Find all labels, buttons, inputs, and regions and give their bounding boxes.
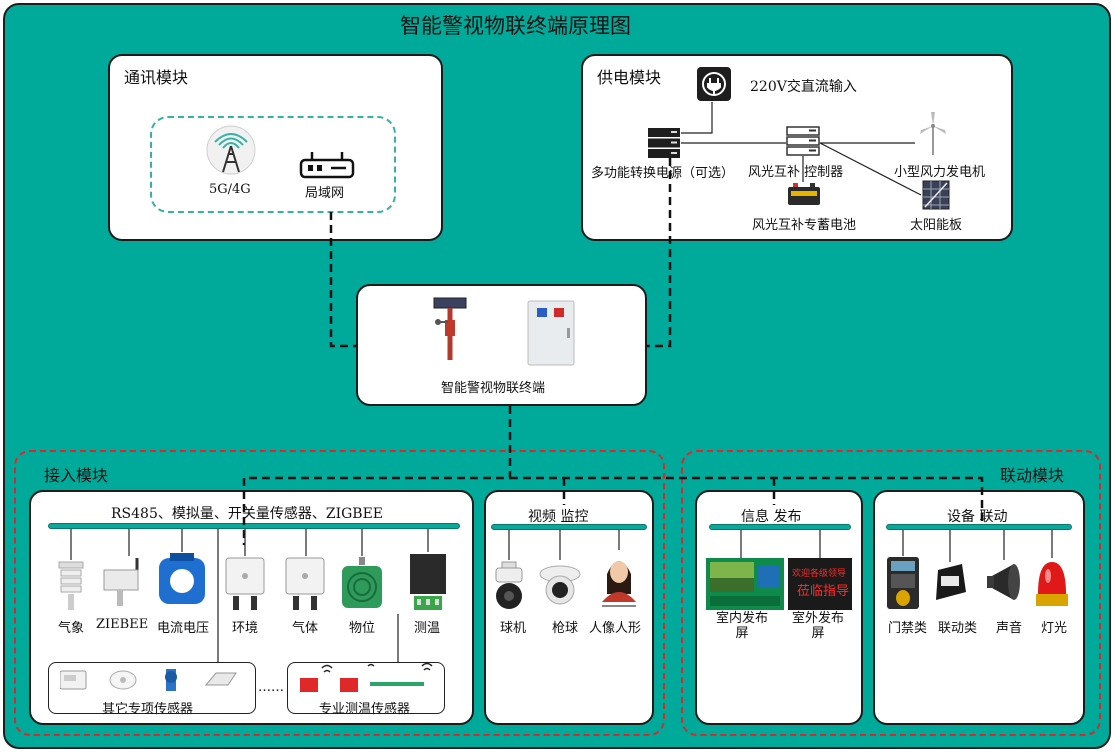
terminal-pole-icon [433, 297, 467, 360]
device-label: 声音 [996, 621, 1023, 636]
bullet-dome-camera-icon [539, 565, 581, 605]
device-label: 灯光 [1041, 621, 1068, 636]
terminal-label: 智能警视物联终端 [441, 381, 546, 396]
battery-label: 风光互补专蓄电池 [752, 218, 857, 233]
outdoor-screen-label: 室外发布 屏 [792, 611, 845, 641]
sensor-label: 气象 [58, 621, 85, 636]
device-title: 设备 联动 [947, 509, 1008, 525]
outdoor-led-screen-icon [788, 558, 852, 610]
environment-sensor-icon [225, 557, 265, 610]
wind-turbine-icon [920, 112, 946, 155]
power-input-label: 220V交直流输入 [750, 79, 857, 95]
comm-to-terminal-line [329, 212, 356, 348]
device-bus [886, 524, 1072, 530]
access-control-icon [887, 557, 919, 609]
power-converter-icon [648, 128, 680, 158]
power-to-terminal-line [647, 158, 672, 348]
power-plug-icon [697, 67, 731, 101]
power-converter-label: 多功能转换电源（可选） [591, 166, 735, 181]
terminal-to-linkage-line [510, 476, 984, 524]
router-icon [299, 152, 355, 179]
comm-item-label: 5G/4G [209, 182, 251, 197]
access-module-group [14, 450, 665, 736]
device-label: 联动类 [938, 621, 978, 636]
other-sensors-label: 其它专项传感器 [102, 702, 194, 717]
linkage-module-title: 联动模块 [1000, 466, 1065, 485]
video-label: 枪球 [552, 621, 579, 636]
comm-module-title: 通讯模块 [124, 68, 189, 87]
video-bus [491, 524, 647, 530]
terminal-to-access-line [242, 406, 512, 545]
portrait-icon [600, 550, 638, 612]
video-title: 视频 监控 [528, 509, 589, 525]
sensor-label: 物位 [349, 621, 376, 636]
zigbee-sensor-icon [103, 558, 139, 606]
sensor-label: 环境 [232, 621, 259, 636]
access-module-title: 接入模块 [44, 466, 109, 485]
sensor-label: 气体 [292, 621, 319, 636]
gas-sensor-icon [285, 557, 325, 610]
controller-icon [786, 126, 820, 156]
temperature-module-icon [410, 554, 446, 610]
solar-panel-icon [922, 180, 950, 210]
weather-station-icon [58, 561, 84, 610]
comm-dashed-group [150, 116, 396, 213]
more-dots: …… [258, 680, 284, 695]
solar-panel-label: 太阳能板 [910, 218, 963, 233]
video-drop-lines [508, 530, 620, 560]
terminal-box [356, 284, 647, 406]
horn-speaker-icon [987, 564, 1020, 600]
battery-icon [788, 183, 820, 205]
info-bus [709, 524, 851, 530]
power-module-title: 供电模块 [597, 68, 662, 87]
comm-item-label: 局域网 [305, 186, 345, 201]
device-label: 门禁类 [888, 621, 928, 636]
device-drop-lines [902, 530, 1053, 562]
sensor-label: 测温 [414, 621, 441, 636]
info-title: 信息 发布 [741, 509, 802, 525]
sensor-label: 电流电压 [157, 621, 210, 636]
video-label: 球机 [500, 621, 527, 636]
led-text-line: 欢迎各级领导 [792, 569, 847, 579]
controller-label: 风光互补 控制器 [748, 165, 844, 180]
strobe-light-icon [936, 564, 966, 600]
indoor-screen-icon [706, 558, 784, 610]
temp-sensors-label: 专业测温传感器 [319, 702, 411, 717]
diagram-title: 智能警视物联终端原理图 [400, 14, 631, 38]
temp-sensors-group [287, 662, 445, 714]
plug-to-converter-line [681, 102, 713, 134]
info-drop-lines [740, 530, 821, 558]
warning-light-icon [1036, 562, 1068, 606]
level-sensor-icon [342, 557, 382, 608]
sensors-bus [48, 523, 460, 529]
temp-sensors-icons [300, 662, 433, 692]
cell-tower-icon [206, 125, 256, 175]
terminal-cabinet-icon [527, 300, 575, 366]
indoor-screen-label: 室内发布 屏 [716, 611, 769, 641]
current-sensor-icon [159, 553, 205, 604]
other-sensors-icons [60, 669, 237, 691]
linkage-module-group [681, 450, 1101, 736]
sensors-title: RS485、模拟量、开关量传感器、ZIGBEE [111, 506, 384, 522]
video-label: 人像人形 [589, 621, 642, 636]
dome-camera-icon [495, 561, 523, 609]
wind-turbine-label: 小型风力发电机 [894, 165, 986, 180]
led-text-line: 莅临指导 [797, 584, 850, 599]
controller-to-solar-line [819, 142, 922, 196]
sensor-drop-lines [70, 529, 429, 560]
sensor-label: ZIEBEE [96, 617, 149, 632]
